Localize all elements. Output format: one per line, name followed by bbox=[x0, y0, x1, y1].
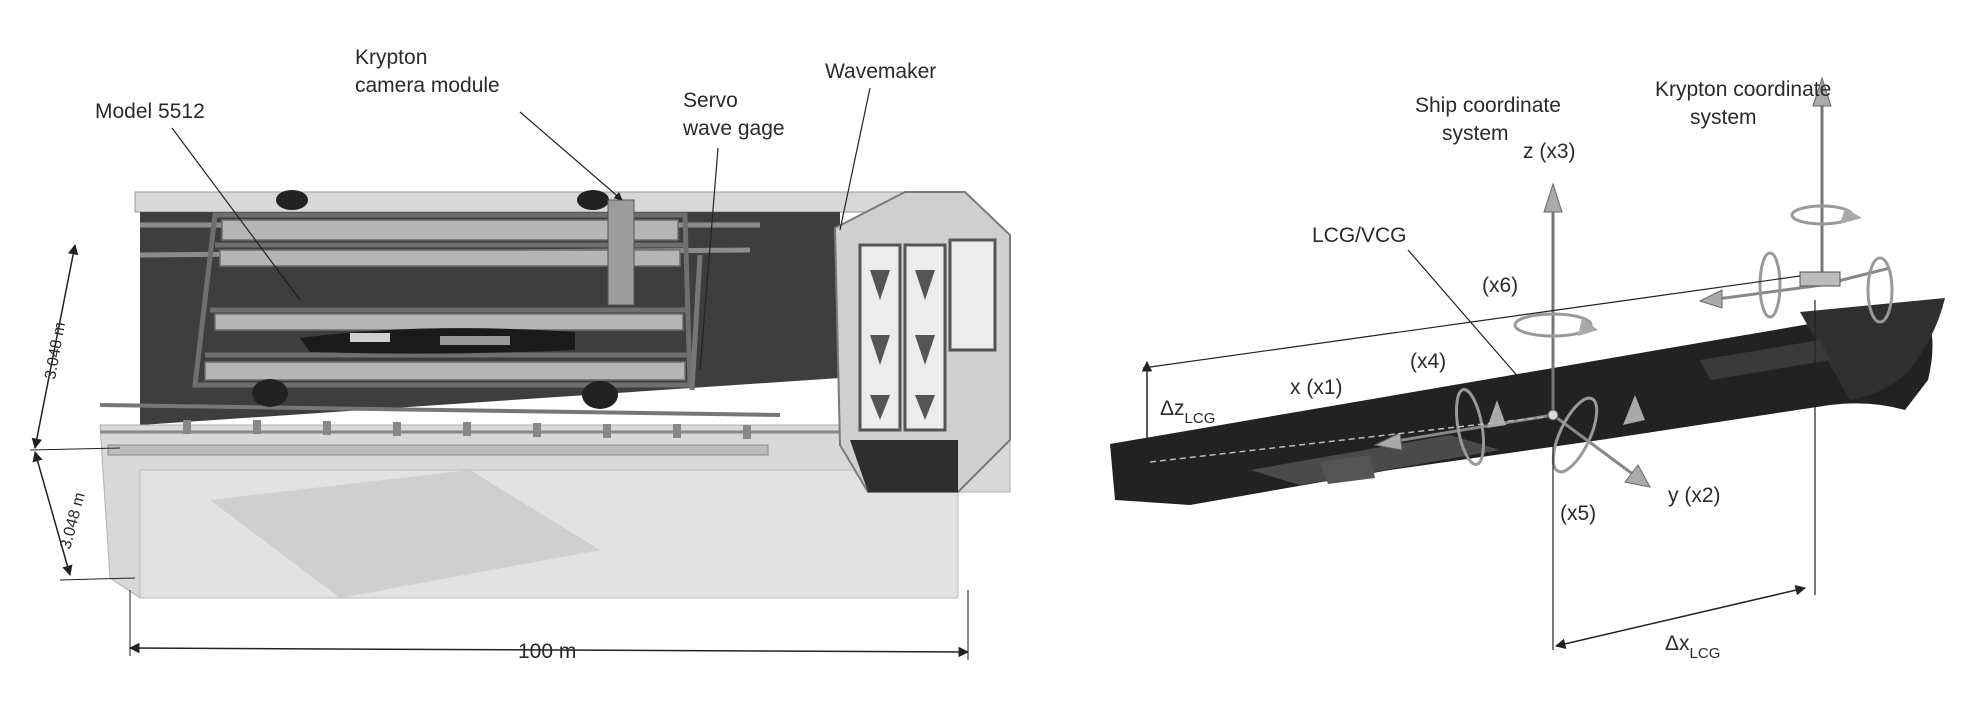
label-lcg-vcg: LCG/VCG bbox=[1312, 224, 1407, 247]
label-krypton-line2: camera module bbox=[355, 74, 500, 97]
x-axis-shaft bbox=[1389, 413, 1554, 444]
carriage-wheel bbox=[276, 190, 308, 210]
depth-dimension-line bbox=[32, 450, 73, 577]
label-model: Model 5512 bbox=[95, 100, 205, 123]
carriage-wheel bbox=[252, 379, 288, 407]
rail-posts bbox=[183, 420, 751, 439]
leader-servo bbox=[699, 147, 719, 371]
y-axis-arrowhead bbox=[1624, 464, 1651, 488]
krypton-x-arrowhead bbox=[1698, 289, 1723, 309]
coordinate-system-illustration: Ship coordinate system Krypton coordinat… bbox=[1110, 76, 1945, 662]
ship-hull-shade bbox=[1700, 340, 1830, 380]
label-dz-sub: LCG bbox=[1185, 410, 1216, 427]
krypton-rotation bbox=[1866, 256, 1894, 324]
label-dx-sub: LCG bbox=[1690, 645, 1721, 662]
krypton-marker bbox=[1799, 271, 1841, 287]
wavemaker-paddles bbox=[870, 270, 935, 420]
extension-line bbox=[29, 447, 121, 451]
tank-back-wall bbox=[134, 191, 966, 213]
label-z-axis: z (x3) bbox=[1523, 140, 1576, 163]
leader-lcg-vcg bbox=[1407, 249, 1541, 403]
krypton-rotation-arrow bbox=[1840, 208, 1862, 224]
tank-underwater-shade bbox=[210, 470, 600, 598]
servo-wave-gage bbox=[689, 254, 703, 391]
towing-tank-illustration: Krypton camera module Model 5512 Servo w… bbox=[29, 46, 1011, 663]
leader-krypton bbox=[519, 111, 623, 201]
label-ship-cs-line2: system bbox=[1442, 122, 1509, 145]
dx-dimension-line bbox=[1554, 585, 1807, 649]
krypton-x-shaft bbox=[1709, 283, 1823, 302]
length-dimension-line bbox=[128, 642, 970, 658]
ship-hull-bow bbox=[1800, 298, 1945, 400]
label-dim-width: 3.048 m bbox=[42, 321, 69, 381]
label-dz-symbol: Δz bbox=[1160, 397, 1185, 420]
krypton-camera-column bbox=[607, 199, 635, 306]
leader-model bbox=[171, 127, 301, 301]
label-dz: ΔzLCG bbox=[1160, 397, 1215, 427]
carriage-wheel bbox=[582, 381, 618, 409]
lcg-vcg-point bbox=[1547, 409, 1559, 421]
label-krypton-cs-line2: system bbox=[1690, 106, 1757, 129]
label-dx: ΔxLCG bbox=[1665, 632, 1720, 662]
extension-line bbox=[59, 577, 136, 581]
label-x5: (x5) bbox=[1560, 502, 1596, 525]
extra-arrowhead bbox=[1487, 400, 1506, 428]
carriage-wheel bbox=[577, 190, 609, 210]
tank-ledge bbox=[107, 444, 769, 456]
label-servo-line1: Servo bbox=[683, 89, 738, 112]
label-y-axis: y (x2) bbox=[1668, 484, 1721, 507]
width-dimension-line bbox=[31, 243, 79, 450]
label-servo-line2: wave gage bbox=[682, 117, 785, 140]
ship-hull-shade bbox=[1320, 455, 1375, 484]
label-ship-cs-line1: Ship coordinate bbox=[1415, 94, 1561, 117]
x-reference-line bbox=[1142, 275, 1801, 369]
x-axis-arrowhead bbox=[1373, 432, 1403, 451]
label-krypton-line1: Krypton bbox=[355, 46, 427, 69]
label-x4: (x4) bbox=[1410, 350, 1446, 373]
carriage-grate bbox=[204, 219, 686, 381]
extra-arrowhead bbox=[1623, 395, 1645, 425]
front-rail bbox=[99, 403, 781, 417]
rotation-x5 bbox=[1551, 396, 1599, 474]
krypton-z-arrowhead bbox=[1812, 76, 1832, 107]
label-x-axis: x (x1) bbox=[1290, 376, 1343, 399]
model-ship-deck bbox=[350, 333, 390, 342]
model-ship-deck bbox=[440, 336, 510, 345]
hull-centerline bbox=[1149, 416, 1546, 463]
label-x6: (x6) bbox=[1482, 274, 1518, 297]
wavemaker-base bbox=[850, 440, 958, 492]
ship-hull bbox=[1110, 305, 1933, 505]
krypton-rotation bbox=[1758, 251, 1782, 319]
label-dim-depth: 3.048 m bbox=[57, 491, 88, 551]
y-axis-shaft bbox=[1552, 413, 1639, 480]
label-wavemaker: Wavemaker bbox=[825, 60, 936, 83]
z-axis-arrowhead bbox=[1543, 182, 1563, 213]
rotation-x6-arrow bbox=[1578, 318, 1598, 336]
label-dim-length: 100 m bbox=[518, 640, 576, 663]
label-dx-symbol: Δx bbox=[1665, 632, 1690, 655]
leader-wavemaker bbox=[839, 87, 871, 231]
ship-hull-shade bbox=[1250, 435, 1500, 485]
label-krypton-cs-line1: Krypton coordinate bbox=[1655, 78, 1831, 101]
